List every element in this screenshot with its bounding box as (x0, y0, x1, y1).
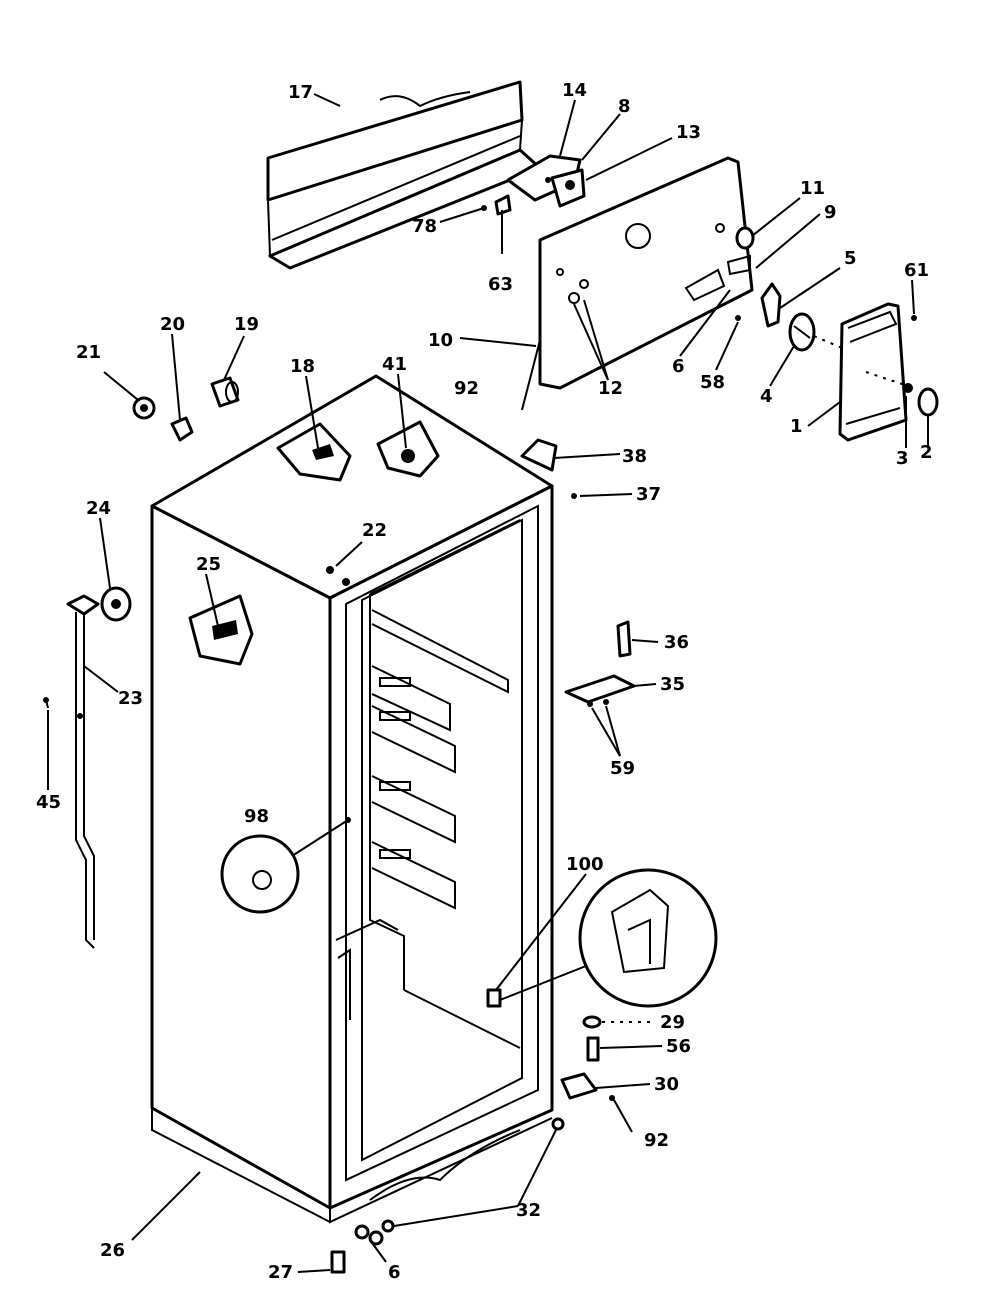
callout-10: 10 (428, 330, 453, 351)
callout-13: 13 (676, 122, 701, 143)
callout-19: 19 (234, 314, 259, 335)
callout-2: 2 (920, 442, 933, 463)
callout-17: 17 (288, 82, 313, 103)
callout-38: 38 (622, 446, 647, 467)
callout-27: 27 (268, 1262, 293, 1283)
callout-36: 36 (664, 632, 689, 653)
callout-26: 26 (100, 1240, 125, 1261)
callout-8: 8 (618, 96, 631, 117)
control-bracket-part (506, 154, 586, 208)
callout-6-top: 6 (672, 356, 685, 377)
callout-29: 29 (660, 1012, 685, 1033)
callout-1: 1 (790, 416, 803, 437)
callout-78: 78 (412, 216, 437, 237)
callout-92-top: 92 (454, 378, 479, 399)
callout-41: 41 (382, 354, 407, 375)
callout-21: 21 (76, 342, 101, 363)
callout-32: 32 (516, 1200, 541, 1221)
callout-12: 12 (598, 378, 623, 399)
leader-lines (47, 93, 929, 1273)
callout-24: 24 (86, 498, 111, 519)
callout-30: 30 (654, 1074, 679, 1095)
callout-3: 3 (896, 448, 909, 469)
small-parts-top-left (132, 376, 240, 442)
callout-20: 20 (160, 314, 185, 335)
callout-4: 4 (760, 386, 773, 407)
callout-63: 63 (488, 274, 513, 295)
callout-22: 22 (362, 520, 387, 541)
control-housing-part (838, 302, 939, 442)
callout-5: 5 (844, 248, 857, 269)
callout-labels: 17 14 8 13 78 63 10 12 6 58 11 9 5 61 4 … (36, 80, 933, 1283)
callout-18: 18 (290, 356, 315, 377)
callout-56: 56 (666, 1036, 691, 1057)
callout-11: 11 (800, 178, 825, 199)
callout-9: 9 (824, 202, 837, 223)
callout-100: 100 (566, 854, 604, 875)
callout-59: 59 (610, 758, 635, 779)
callout-98: 98 (244, 806, 269, 827)
cabinet-body (150, 374, 718, 1274)
callout-25: 25 (196, 554, 221, 575)
callout-61: 61 (904, 260, 929, 281)
callout-58: 58 (700, 372, 725, 393)
callout-45: 45 (36, 792, 61, 813)
callout-14: 14 (562, 80, 587, 101)
door-stop-rod-part (43, 586, 132, 949)
callout-35: 35 (660, 674, 685, 695)
knob-parts (481, 194, 816, 352)
top-cover-part (266, 80, 542, 270)
callout-37: 37 (636, 484, 661, 505)
callout-6-bottom: 6 (388, 1262, 401, 1283)
callout-92-bottom: 92 (644, 1130, 669, 1151)
callout-23: 23 (118, 688, 143, 709)
